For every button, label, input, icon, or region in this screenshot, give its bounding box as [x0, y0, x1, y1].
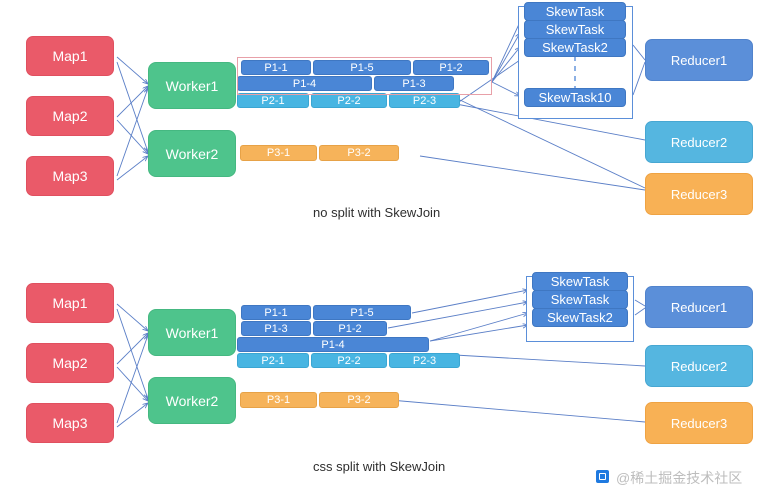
top-partition-p2-3[interactable]: P2-3 — [389, 93, 460, 108]
watermark-text: @稀土掘金技术社区 — [616, 470, 743, 486]
bottom-map-3[interactable]: Map3 — [26, 403, 114, 443]
top-partition-p1-5-label: P1-5 — [350, 61, 374, 74]
top-partition-p1-1-label: P1-1 — [264, 61, 288, 74]
top-skewtask-4-label: SkewTask10 — [538, 90, 612, 105]
top-partition-p2-2-label: P2-2 — [337, 94, 361, 107]
top-reducer-2-label: Reducer2 — [670, 134, 728, 150]
bottom-skewtask-1-label: SkewTask — [550, 274, 610, 289]
top-partition-p2-1[interactable]: P2-1 — [237, 93, 309, 108]
top-partition-p1-3[interactable]: P1-3 — [374, 76, 454, 91]
top-partition-p2-2[interactable]: P2-2 — [311, 93, 387, 108]
bottom-reducer-2[interactable]: Reducer2 — [645, 345, 753, 387]
top-partition-p2-1-label: P2-1 — [261, 94, 285, 107]
top-skew-partition-group-outline — [237, 57, 492, 95]
top-skewtask-4[interactable]: SkewTask10 — [524, 88, 626, 107]
bottom-partition-p1-3-label: P1-3 — [264, 322, 288, 335]
bottom-skewtask-3-label: SkewTask2 — [547, 310, 613, 325]
bottom-map-1[interactable]: Map1 — [26, 283, 114, 323]
bottom-map-3-label: Map3 — [52, 415, 88, 431]
bottom-partition-p1-3[interactable]: P1-3 — [241, 321, 311, 336]
bottom-skewtask-1[interactable]: SkewTask — [532, 272, 628, 291]
bottom-reducer-3-label: Reducer3 — [670, 415, 728, 431]
bottom-partition-p2-1-label: P2-1 — [261, 354, 285, 367]
top-reducer-1-label: Reducer1 — [670, 52, 728, 68]
top-partition-p3-1[interactable]: P3-1 — [240, 145, 317, 161]
bottom-partition-p1-5[interactable]: P1-5 — [313, 305, 411, 320]
bottom-partition-p2-3[interactable]: P2-3 — [389, 353, 460, 368]
bottom-caption: css split with SkewJoin — [313, 459, 446, 474]
top-reducer-2[interactable]: Reducer2 — [645, 121, 753, 163]
top-partition-p1-2[interactable]: P1-2 — [413, 60, 489, 75]
top-worker-1[interactable]: Worker1 — [148, 62, 236, 109]
top-partition-p1-3-label: P1-3 — [402, 77, 426, 90]
top-worker-2-label: Worker2 — [165, 145, 219, 162]
bottom-partition-p1-5-label: P1-5 — [350, 306, 374, 319]
bottom-partition-p1-2-label: P1-2 — [338, 322, 362, 335]
top-worker-1-label: Worker1 — [165, 77, 219, 94]
bottom-skewtask-2-label: SkewTask — [550, 292, 610, 307]
watermark-logo-icon — [596, 470, 609, 483]
top-map-1-label: Map1 — [52, 48, 88, 64]
top-skewtask-3-label: SkewTask2 — [542, 40, 608, 55]
bottom-worker-1-label: Worker1 — [165, 324, 219, 341]
bottom-partition-p1-4[interactable]: P1-4 — [237, 337, 429, 352]
bottom-partition-p3-1[interactable]: P3-1 — [240, 392, 317, 408]
top-skewtask-2[interactable]: SkewTask — [524, 20, 626, 39]
bottom-partition-p3-1-label: P3-1 — [266, 394, 291, 406]
bottom-reducer-1-label: Reducer1 — [670, 299, 728, 315]
bottom-reducer-3[interactable]: Reducer3 — [645, 402, 753, 444]
top-reducer-3[interactable]: Reducer3 — [645, 173, 753, 215]
top-partition-p1-5[interactable]: P1-5 — [313, 60, 411, 75]
top-partition-p3-2-label: P3-2 — [347, 147, 371, 159]
bottom-reducer-2-label: Reducer2 — [670, 358, 728, 374]
top-partition-p1-4-label: P1-4 — [292, 77, 317, 90]
bottom-partition-p1-1[interactable]: P1-1 — [241, 305, 311, 320]
bottom-map-1-label: Map1 — [52, 295, 88, 311]
top-map-3-label: Map3 — [52, 168, 88, 184]
top-reducer-3-label: Reducer3 — [670, 186, 728, 202]
bottom-partition-p1-1-label: P1-1 — [264, 306, 288, 319]
bottom-map-2[interactable]: Map2 — [26, 343, 114, 383]
bottom-partition-p2-2-label: P2-2 — [337, 354, 361, 367]
top-map-1[interactable]: Map1 — [26, 36, 114, 76]
top-partition-p3-1-label: P3-1 — [266, 147, 291, 159]
top-skewtask-3[interactable]: SkewTask2 — [524, 38, 626, 57]
bottom-worker-2[interactable]: Worker2 — [148, 377, 236, 424]
top-skewtask-1[interactable]: SkewTask — [524, 2, 626, 21]
bottom-partition-p2-2[interactable]: P2-2 — [311, 353, 387, 368]
bottom-worker-2-label: Worker2 — [165, 392, 219, 409]
bottom-partition-p1-4-label: P1-4 — [321, 338, 345, 351]
bottom-partition-p3-2-label: P3-2 — [347, 394, 371, 406]
top-skewtask-2-label: SkewTask — [545, 22, 605, 37]
top-map-2[interactable]: Map2 — [26, 96, 114, 136]
bottom-partition-p1-2[interactable]: P1-2 — [313, 321, 387, 336]
top-partition-p1-2-label: P1-2 — [439, 61, 463, 74]
top-map-2-label: Map2 — [52, 108, 88, 124]
bottom-partition-p3-2[interactable]: P3-2 — [319, 392, 399, 408]
top-reducer-1[interactable]: Reducer1 — [645, 39, 753, 81]
bottom-skewtask-2[interactable]: SkewTask — [532, 290, 628, 309]
bottom-worker-1[interactable]: Worker1 — [148, 309, 236, 356]
bottom-map-2-label: Map2 — [52, 355, 88, 371]
bottom-partition-p2-1[interactable]: P2-1 — [237, 353, 309, 368]
top-map-3[interactable]: Map3 — [26, 156, 114, 196]
top-partition-p3-2[interactable]: P3-2 — [319, 145, 399, 161]
top-worker-2[interactable]: Worker2 — [148, 130, 236, 177]
bottom-reducer-1[interactable]: Reducer1 — [645, 286, 753, 328]
top-partition-p2-3-label: P2-3 — [412, 94, 437, 107]
top-partition-p1-1[interactable]: P1-1 — [241, 60, 311, 75]
top-caption: no split with SkewJoin — [313, 205, 441, 220]
bottom-partition-p2-3-label: P2-3 — [412, 354, 437, 367]
bottom-skewtask-3[interactable]: SkewTask2 — [532, 308, 628, 327]
top-skewtask-1-label: SkewTask — [545, 4, 605, 19]
